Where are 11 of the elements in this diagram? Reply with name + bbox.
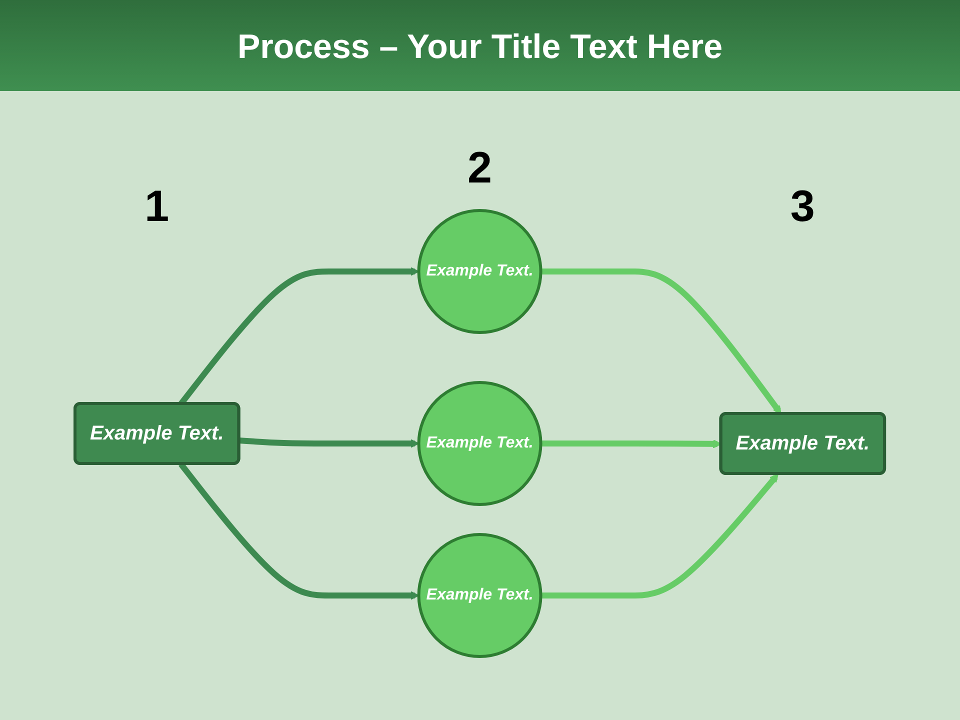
arrow: [541, 474, 779, 599]
arrow: [541, 268, 782, 414]
arrow: [541, 440, 722, 448]
label: 3: [790, 182, 816, 231]
label: 2: [468, 143, 492, 192]
title: Process – Your Title Text Here: [0, 0, 960, 91]
arrow: [239, 437, 420, 448]
node-circle: Example Text.: [417, 381, 542, 506]
node-circle: Example Text.: [417, 533, 542, 658]
label: 1: [144, 182, 170, 231]
node-circle: Example Text.: [417, 208, 542, 334]
